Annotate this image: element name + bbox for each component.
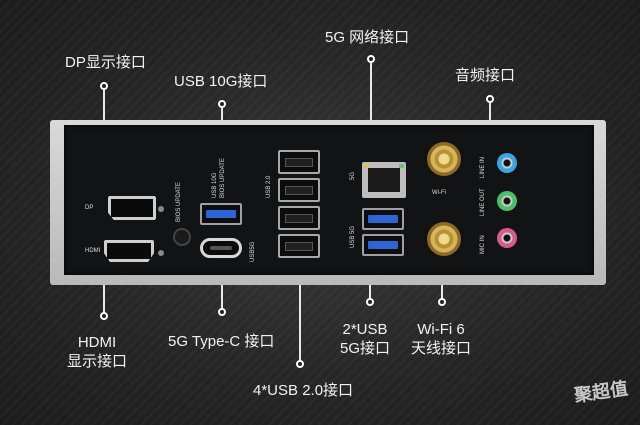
leader-dot-wifi (438, 298, 446, 306)
callout-usb5g-line1: 2*USB (342, 321, 388, 338)
usb5g-port-1 (362, 208, 404, 230)
leader-line-lan5g (370, 63, 372, 163)
label-hdmi: HDMI (85, 248, 101, 254)
callout-audio: 音频接口 (455, 67, 516, 84)
callout-hdmi-line1: HDMI (77, 334, 117, 351)
label-usb20: USB 2.0 (266, 175, 272, 198)
label-bios-update: BIOS UPDATE (176, 182, 182, 222)
leader-line-hdmi (103, 262, 105, 314)
leader-dot-hdmi (100, 312, 108, 320)
screw-hdmi (158, 250, 164, 256)
label-bios-update-2: BIOS UPDATE (220, 158, 226, 198)
label-usb5g: USB 5G (350, 225, 356, 248)
callout-usb10g: USB 10G接口 (174, 73, 268, 90)
leader-dot-usb2 (296, 360, 304, 368)
leader-dot-audio (486, 95, 494, 103)
audio-jack-line-in (497, 153, 517, 173)
callout-hdmi-line2: 显示接口 (66, 353, 127, 370)
label-lan5g: 5G (350, 171, 356, 180)
wifi-antenna-connector-1 (427, 142, 461, 176)
callout-wifi-line2: 天线接口 (410, 340, 471, 357)
label-usb10g: USB 10G (212, 172, 218, 198)
callout-usb5g-line2: 5G接口 (339, 340, 390, 357)
lan5g-led-right (399, 164, 404, 168)
label-mic-in: MIC IN (480, 235, 486, 254)
usb20-port-2 (278, 178, 320, 202)
leader-dot-dp (100, 82, 108, 90)
label-line-out: LINE OUT (480, 188, 486, 216)
callout-hdmi: HDMI 显示接口 (62, 333, 132, 371)
callout-usb2: 4*USB 2.0接口 (253, 382, 354, 399)
hdmi-port (104, 240, 154, 262)
usb10g-port (200, 203, 242, 225)
watermark: 聚超值 (573, 378, 630, 406)
callout-wifi-line1: Wi-Fi 6 (417, 321, 465, 338)
typec-port (200, 238, 242, 258)
usb20-port-1 (278, 150, 320, 174)
leader-line-typec (221, 262, 223, 310)
callout-dp: DP显示接口 (65, 54, 146, 71)
leader-dot-usb10g (218, 100, 226, 108)
lan5g-port (362, 162, 406, 198)
screw-dp (158, 206, 164, 212)
lan5g-led-left (364, 164, 369, 168)
label-dp: DP (85, 205, 94, 211)
callout-wifi: Wi-Fi 6 天线接口 (403, 320, 479, 358)
callout-lan5g: 5G 网络接口 (325, 29, 410, 46)
label-line-in: LINE IN (480, 156, 486, 178)
dp-port (108, 196, 156, 220)
leader-dot-typec (218, 308, 226, 316)
leader-line-usb2 (299, 262, 301, 362)
lan5g-socket (368, 168, 400, 192)
callout-typec: 5G Type-C 接口 (168, 333, 275, 350)
bios-update-button (173, 228, 191, 246)
usb20-port-3 (278, 206, 320, 230)
callout-usb5g: 2*USB 5G接口 (330, 320, 400, 358)
audio-jack-line-out (497, 191, 517, 211)
label-wifi: Wi-Fi (432, 190, 446, 196)
label-usb5g-typec: USB5G (250, 241, 256, 262)
leader-dot-lan5g (367, 55, 375, 63)
typec-tongue (210, 246, 232, 250)
usb20-port-4 (278, 234, 320, 258)
usb5g-port-2 (362, 234, 404, 256)
audio-jack-mic-in (497, 228, 517, 248)
wifi-antenna-connector-2 (427, 222, 461, 256)
leader-dot-usb5g (366, 298, 374, 306)
